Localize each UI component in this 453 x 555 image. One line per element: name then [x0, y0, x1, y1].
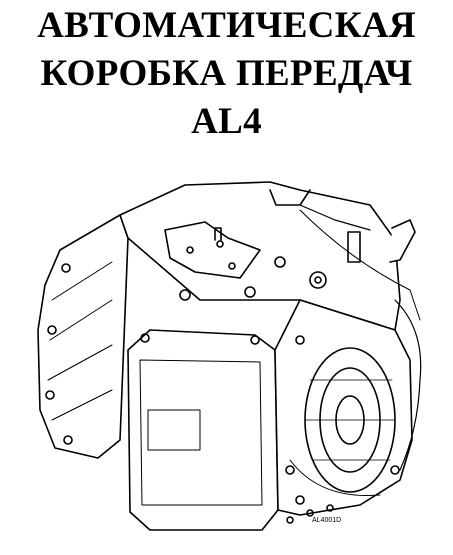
title-line-1: АВТОМАТИЧЕСКАЯ: [37, 5, 416, 46]
gearbox-line-drawing-icon: [37, 181, 422, 531]
title-line-3: AL4: [191, 101, 262, 142]
illustration-code: AL4001D: [312, 517, 342, 524]
title-line-2: КОРОБКА ПЕРЕДАЧ: [40, 53, 413, 94]
